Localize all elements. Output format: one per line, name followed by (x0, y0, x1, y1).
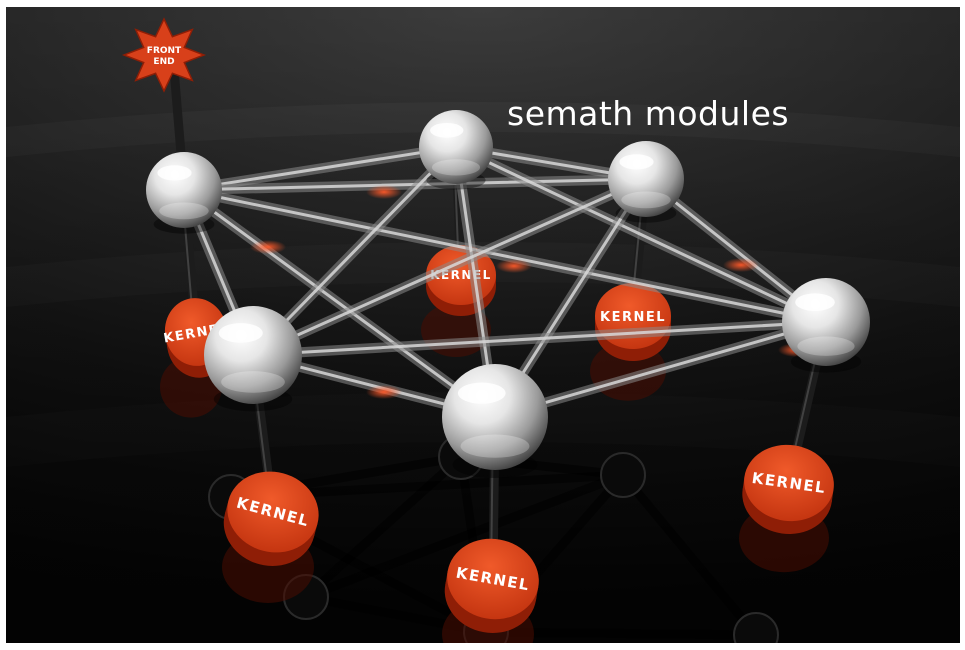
link-signal (496, 259, 532, 273)
link-signal (366, 385, 402, 399)
reflection-sphere (600, 452, 646, 498)
link-signal (366, 185, 402, 199)
front-end-label: FRONT (147, 46, 182, 56)
link-signal (723, 258, 759, 272)
module-link-highlight (182, 145, 458, 192)
kernel-disk-top (744, 444, 834, 522)
module-spheres (146, 110, 870, 478)
module-sphere-rim (159, 202, 209, 220)
front-end-star (121, 17, 207, 93)
kernel-disk-top (227, 471, 319, 553)
kernel-disk: KERNEL (223, 471, 319, 566)
module-link-highlight (251, 320, 828, 357)
module-link-highlight (493, 320, 828, 419)
front-end-label: END (153, 57, 174, 67)
link-signal (250, 240, 286, 254)
module-sphere-highlight (795, 293, 835, 312)
module-link-highlight (182, 188, 497, 419)
module-sphere-rim (621, 191, 671, 209)
reflection-link (301, 470, 628, 602)
module-sphere-highlight (457, 382, 506, 404)
module-sphere-rim (460, 434, 530, 458)
kernel-disk: KERNEL (742, 444, 834, 535)
module-sphere-rim (431, 159, 481, 176)
kernel-disk: KERNEL (444, 538, 539, 633)
kernel-label: KERNEL (600, 310, 666, 325)
reflection-sphere (733, 612, 779, 643)
module-link-highlight (454, 145, 828, 324)
module-sphere-rim (797, 336, 855, 356)
module-sphere-highlight (430, 122, 464, 138)
module-link-highlight (251, 177, 648, 357)
module-sphere-highlight (619, 154, 654, 170)
kernel-disk-top (447, 538, 539, 620)
kernel-disk: KERNEL (595, 283, 671, 361)
module-link-highlight (182, 188, 828, 324)
module-sphere-rim (221, 371, 285, 393)
module-sphere-highlight (157, 165, 192, 181)
reflection-link (618, 470, 761, 640)
diagram-title: semath modules (507, 94, 789, 133)
module-sphere-highlight (218, 323, 263, 343)
reflection-link (301, 452, 466, 602)
